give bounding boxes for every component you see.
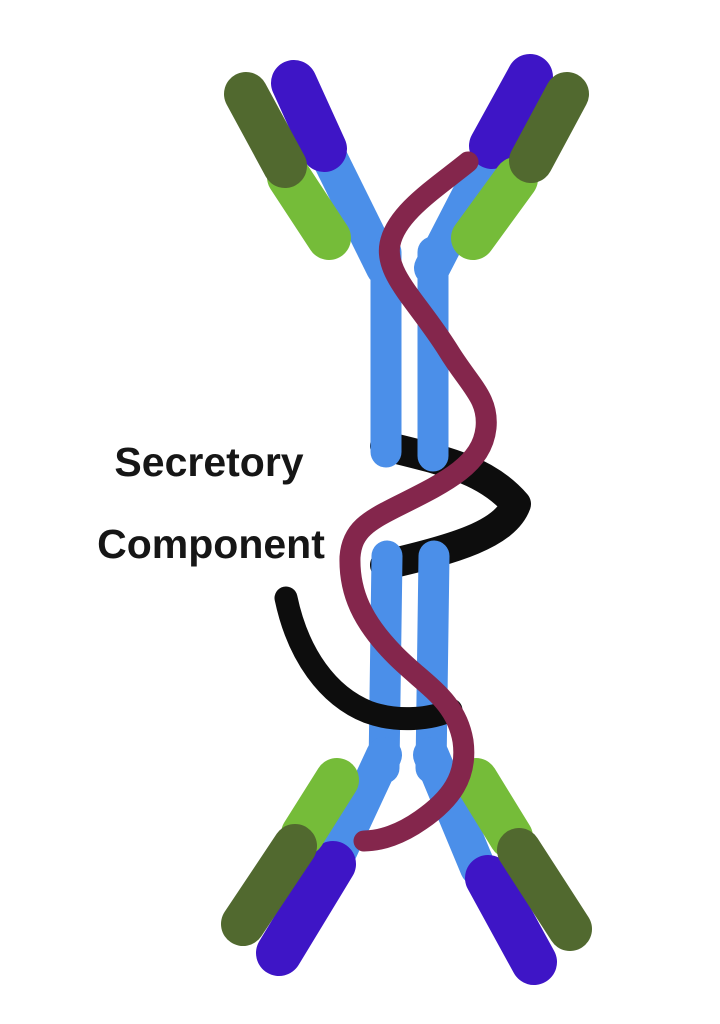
label-component: Component bbox=[97, 521, 325, 567]
top-light-chain-tip-left bbox=[224, 72, 307, 188]
top-light-chain-right bbox=[451, 157, 538, 260]
secretory-component bbox=[339, 151, 497, 852]
top-heavy-chain-tip-left bbox=[271, 60, 347, 172]
iga-monomer-bottom bbox=[221, 540, 592, 985]
top-light-chain-left bbox=[267, 155, 351, 260]
label-secretory: Secretory bbox=[114, 439, 304, 485]
top-heavy-chain-tip-right bbox=[469, 54, 553, 169]
j-chain-lower-hook bbox=[274, 586, 463, 731]
bottom-heavy-chain-left-tail bbox=[368, 540, 403, 784]
bottom-heavy-chain-left-arm bbox=[318, 737, 402, 876]
bottom-heavy-chain-tip-left bbox=[256, 841, 356, 976]
iga-monomer-top bbox=[224, 54, 589, 472]
bottom-heavy-chain-right-arm bbox=[413, 737, 496, 886]
bottom-light-chain-tip-right bbox=[497, 828, 592, 951]
bottom-heavy-chain-tip-right bbox=[465, 855, 557, 985]
bottom-light-chain-right bbox=[454, 758, 533, 859]
bottom-light-chain-left bbox=[281, 758, 359, 856]
top-light-chain-tip-right bbox=[509, 72, 589, 183]
j-chain-hook-curve bbox=[274, 586, 463, 731]
bottom-light-chain-tip-left bbox=[221, 824, 317, 946]
secretory-component-strand bbox=[339, 151, 497, 852]
bottom-heavy-chain-right-tail bbox=[415, 540, 450, 784]
